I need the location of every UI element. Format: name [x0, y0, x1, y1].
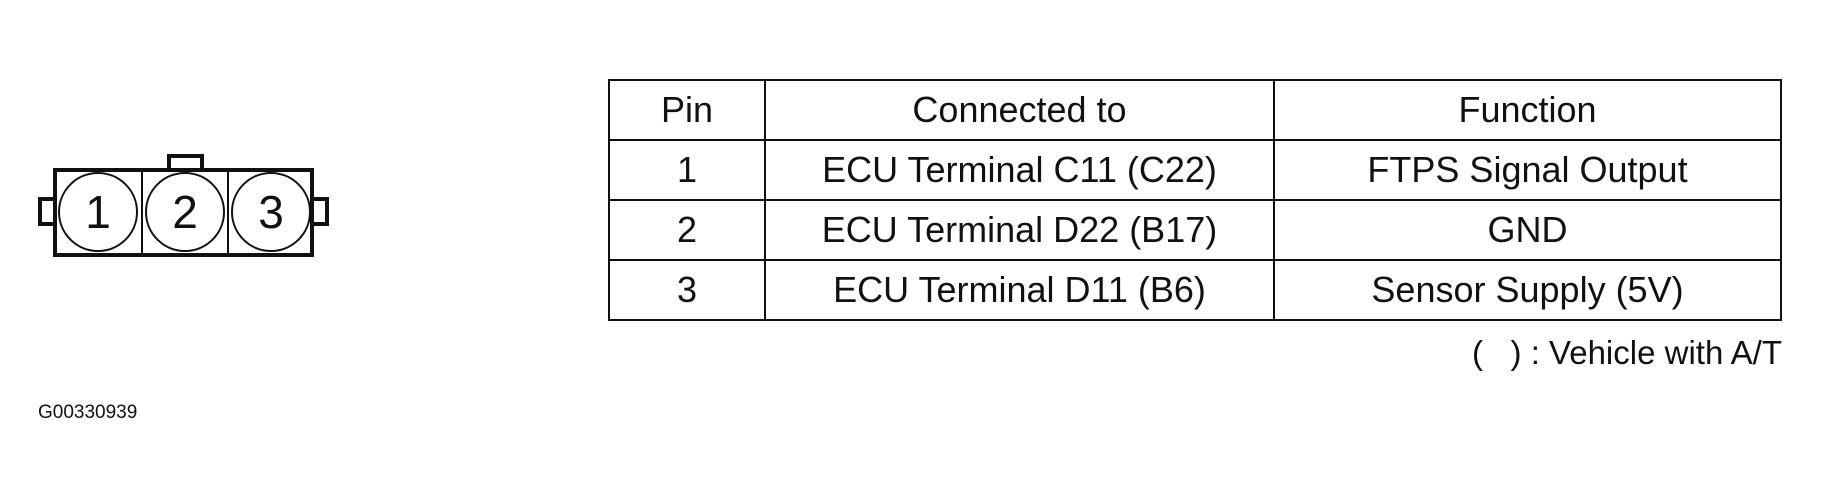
cell-pin: 3 [608, 259, 766, 321]
cell-pin: 1 [608, 139, 766, 201]
figure-code: G00330939 [38, 402, 138, 423]
connector-top-latch [167, 154, 204, 172]
cell-function: FTPS Signal Output [1273, 139, 1782, 201]
table-row: 1 ECU Terminal C11 (C22) FTPS Signal Out… [608, 139, 1782, 201]
cell-pin: 2 [608, 199, 766, 261]
header-connected-to: Connected to [764, 79, 1275, 141]
pin-3-circle: 3 [231, 172, 311, 252]
pin-2-circle: 2 [145, 172, 225, 252]
table-row: 2 ECU Terminal D22 (B17) GND [608, 199, 1782, 261]
table-header-row: Pin Connected to Function [608, 79, 1782, 141]
footnote: ( ) : Vehicle with A/T [1472, 334, 1782, 371]
connector-body [53, 168, 314, 257]
cell-divider [141, 168, 143, 257]
cell-function: Sensor Supply (5V) [1273, 259, 1782, 321]
connector-right-tab [310, 197, 329, 226]
pin-3-label: 3 [258, 186, 284, 238]
pin-table: Pin Connected to Function 1 ECU Terminal… [608, 79, 1782, 321]
pin-1-circle: 1 [58, 172, 138, 252]
header-pin: Pin [608, 79, 766, 141]
table-row: 3 ECU Terminal D11 (B6) Sensor Supply (5… [608, 259, 1782, 321]
header-function: Function [1273, 79, 1782, 141]
cell-function: GND [1273, 199, 1782, 261]
cell-connected-to: ECU Terminal D22 (B17) [764, 199, 1275, 261]
connector-left-tab [38, 197, 57, 226]
pin-1-label: 1 [85, 186, 111, 238]
cell-connected-to: ECU Terminal D11 (B6) [764, 259, 1275, 321]
cell-connected-to: ECU Terminal C11 (C22) [764, 139, 1275, 201]
pin-2-label: 2 [172, 186, 198, 238]
cell-divider [227, 168, 229, 257]
